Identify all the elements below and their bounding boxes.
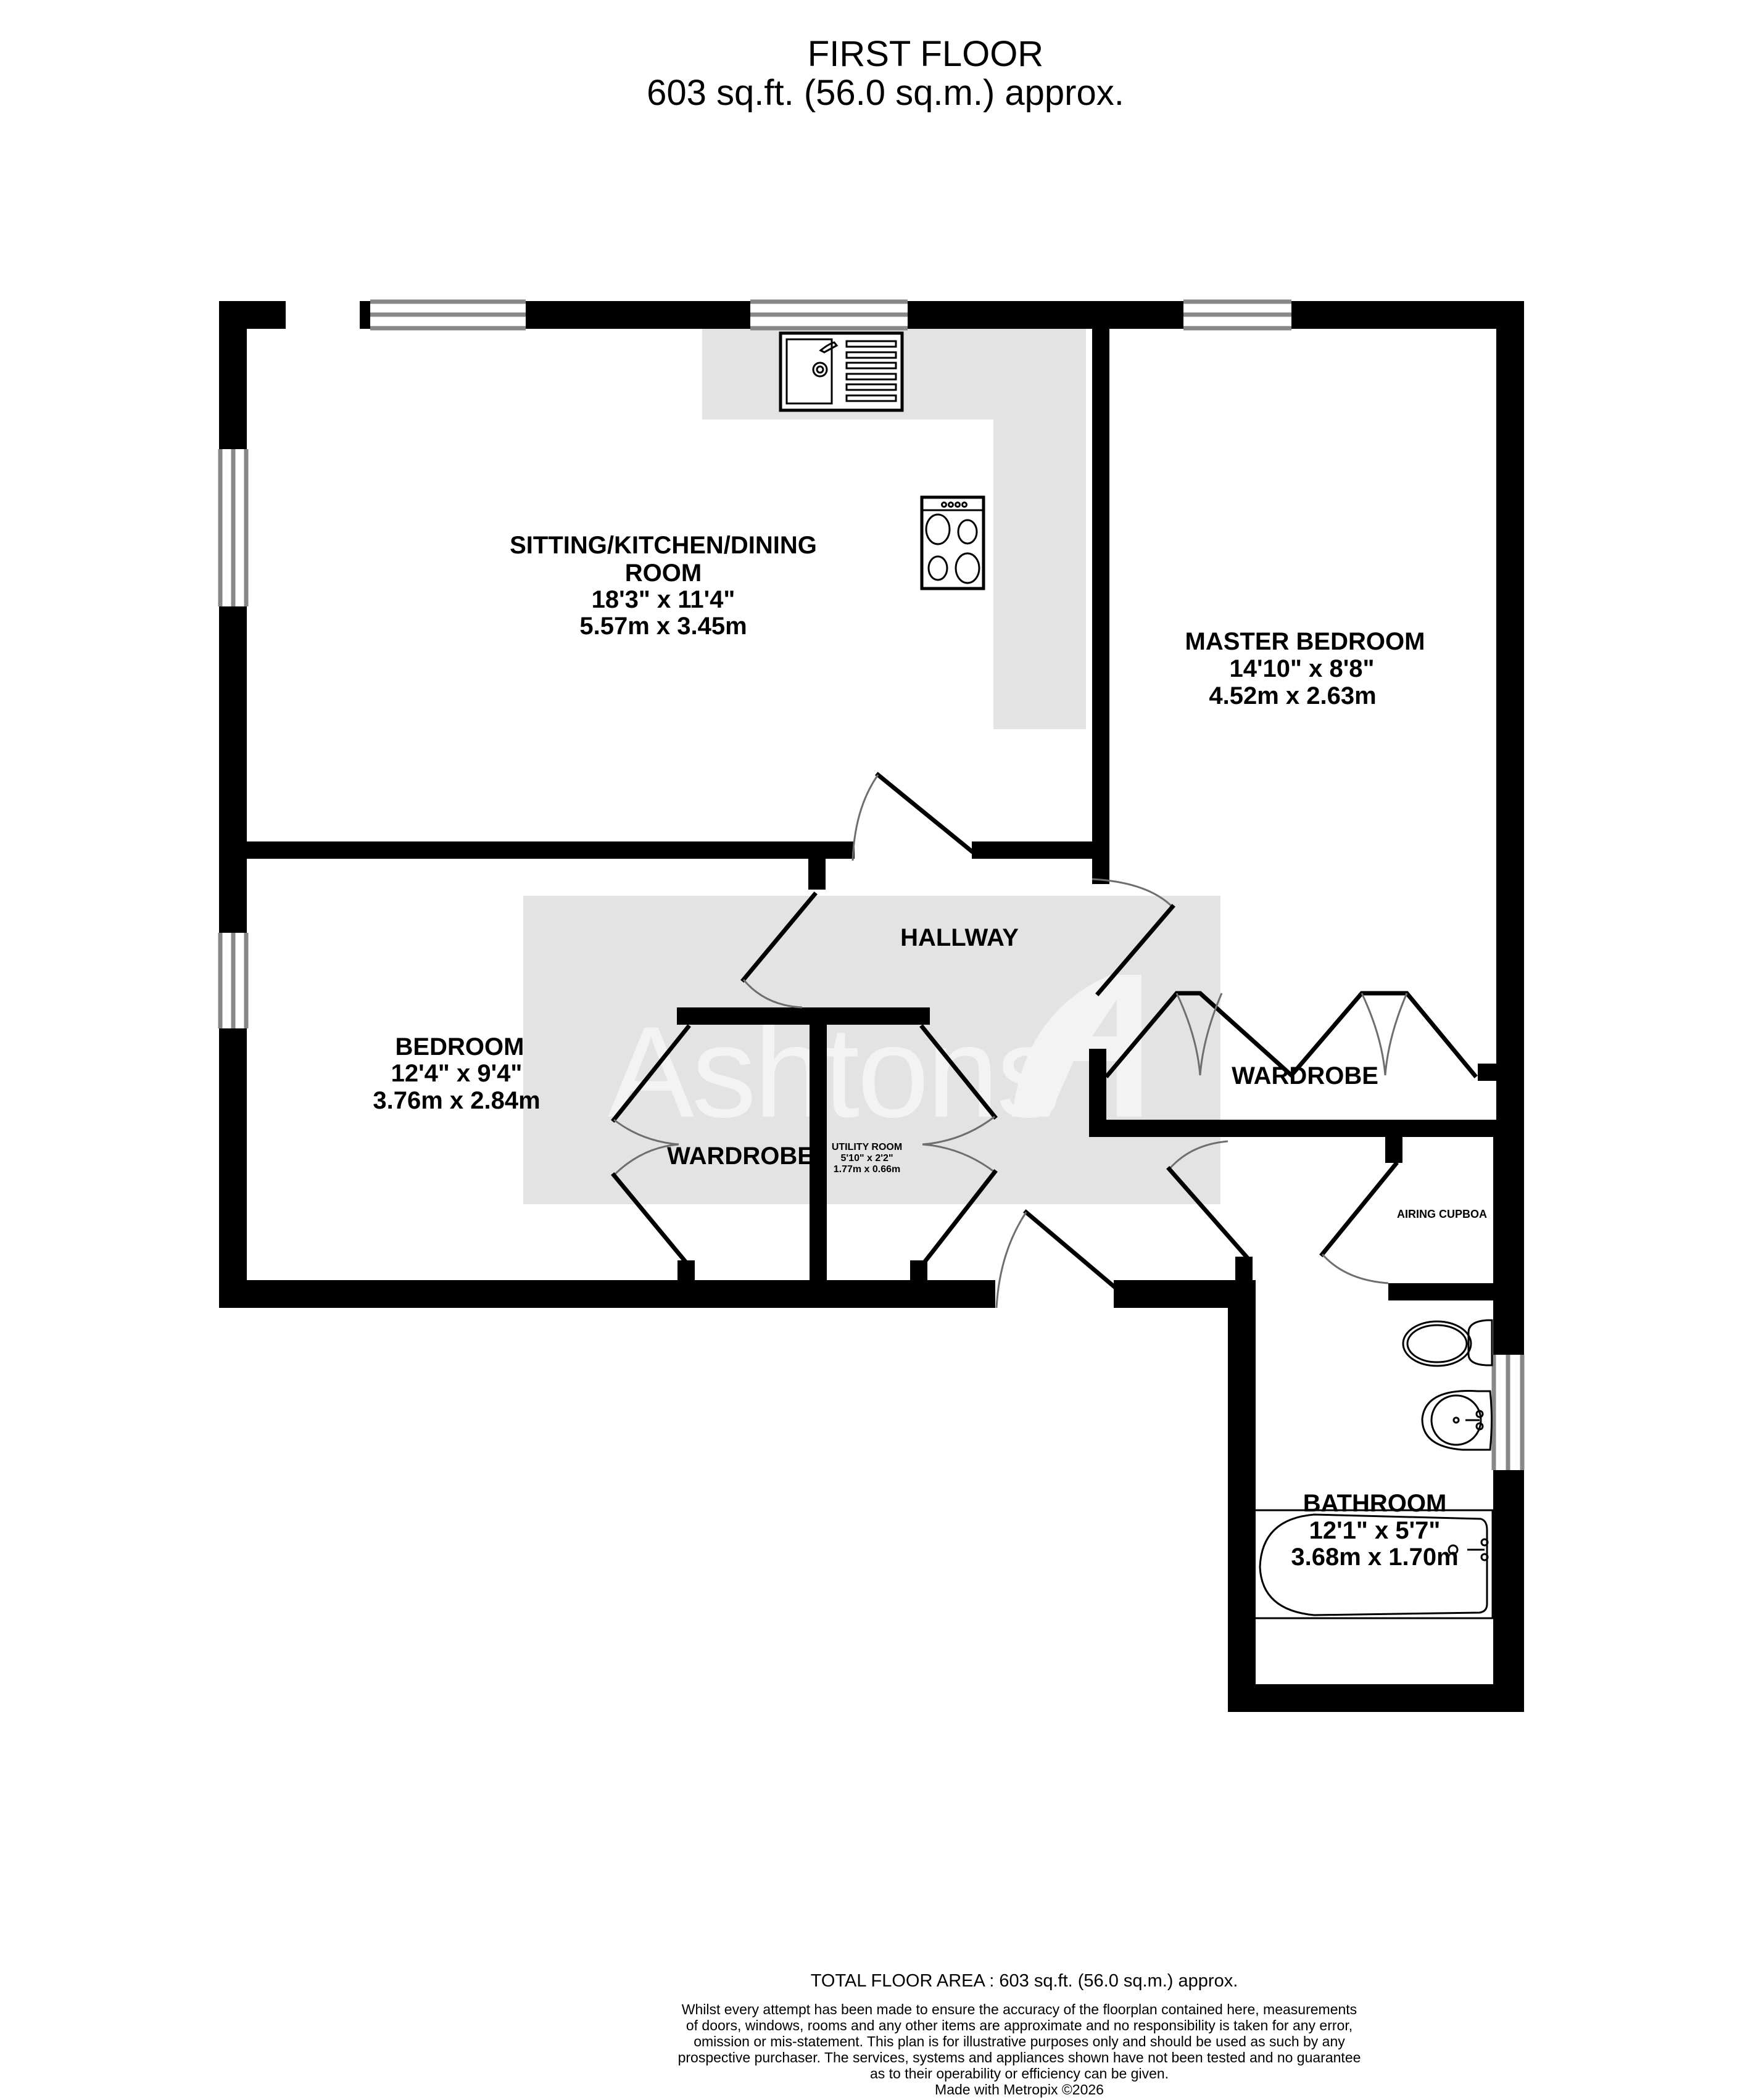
label-sitting-room: SITTING/KITCHEN/DINING ROOM 18'3" x 11'4… [510,532,817,640]
room-dimensions-imperial: 12'1" x 5'7" [1309,1517,1441,1544]
room-name: WARDROBE [667,1143,814,1170]
room-dimensions-metric: 1.77m x 0.66m [834,1164,901,1175]
floor-area: 603 sq.ft. (56.0 sq.m.) approx. [647,73,1124,113]
disclaimer-line: omission or mis-statement. This plan is … [694,2033,1345,2049]
room-name: HALLWAY [900,924,1019,951]
disclaimer-line: prospective purchaser. The services, sys… [678,2049,1361,2065]
room-name: UTILITY ROOM [832,1142,902,1152]
disclaimer-line: as to their operability or efficiency ca… [870,2065,1169,2081]
label-bathroom: BATHROOM 12'1" x 5'7" 3.68m x 1.70m [1291,1490,1458,1571]
room-dimensions-imperial: 12'4" x 9'4" [391,1060,523,1087]
room-dimensions-imperial: 5'10" x 2'2" [840,1153,893,1164]
wash-basin-icon [1421,1390,1493,1451]
window-sitting-left [218,449,249,606]
door-bathroom [1166,1140,1249,1260]
label-utility-room: UTILITY ROOM 5'10" x 2'2" 1.77m x 0.66m [832,1142,902,1175]
door-sitting-room [851,772,975,861]
front-door [995,1209,1117,1308]
window-bathroom-right [1491,1355,1525,1470]
disclaimer-line: Whilst every attempt has been made to en… [682,2001,1357,2017]
door-master-bedroom [1092,878,1175,996]
room-dimensions-imperial: 14'10" x 8'8" [1230,655,1375,682]
room-dimensions-metric: 3.76m x 2.84m [373,1087,540,1114]
floor-name: FIRST FLOOR [808,34,1043,74]
door-hallway-left [740,891,818,1009]
kitchen-sink-icon [779,331,904,412]
label-hallway: HALLWAY [900,924,1019,951]
label-airing-cupboard: AIRING CUPBOA [1397,1208,1487,1220]
window-master-bedroom [1183,299,1291,331]
window-sitting-2 [750,299,908,331]
disclaimer-line: of doors, windows, rooms and any other i… [686,2017,1353,2033]
room-name: WARDROBE [1232,1062,1378,1089]
door-airing-cupboard [1319,1161,1399,1284]
label-master-bedroom: MASTER BEDROOM 14'10" x 8'8" 4.52m x 2.6… [1185,628,1425,709]
room-dimensions-metric: 5.57m x 3.45m [579,613,747,640]
window-bedroom-left [218,933,249,1028]
room-name: MASTER BEDROOM [1185,628,1425,655]
window-top-left [286,300,360,330]
label-bedroom: BEDROOM 12'4" x 9'4" 3.76m x 2.84m [373,1033,540,1114]
room-dimensions-imperial: 18'3" x 11'4" [592,586,735,613]
room-name: ROOM [625,560,702,587]
room-name: AIRING CUPBOA [1397,1208,1487,1220]
room-name: BATHROOM [1303,1490,1447,1517]
utility-room-doors [919,1024,998,1268]
room-dimensions-metric: 3.68m x 1.70m [1291,1544,1458,1571]
cooker-hob-icon [920,495,985,590]
room-dimensions-metric: 4.52m x 2.63m [1209,682,1376,709]
footer: TOTAL FLOOR AREA : 603 sq.ft. (56.0 sq.m… [678,1971,1361,2098]
room-name: SITTING/KITCHEN/DINING [510,532,817,559]
wardrobe-bifold-doors [1104,991,1478,1078]
bathtub-icon [1253,1509,1494,1619]
toilet-icon [1402,1319,1493,1367]
room-name: BEDROOM [396,1033,524,1060]
label-master-wardrobe: WARDROBE [1232,1062,1378,1089]
watermark-a-icon [1012,975,1141,1117]
total-floor-area: TOTAL FLOOR AREA : 603 sq.ft. (56.0 sq.m… [811,1971,1238,1991]
window-sitting-1 [370,299,526,331]
bedroom-wardrobe-doors [611,1024,691,1268]
metropix-credit: Made with Metropix ©2026 [935,2081,1104,2098]
label-bedroom-wardrobe: WARDROBE [667,1143,814,1170]
